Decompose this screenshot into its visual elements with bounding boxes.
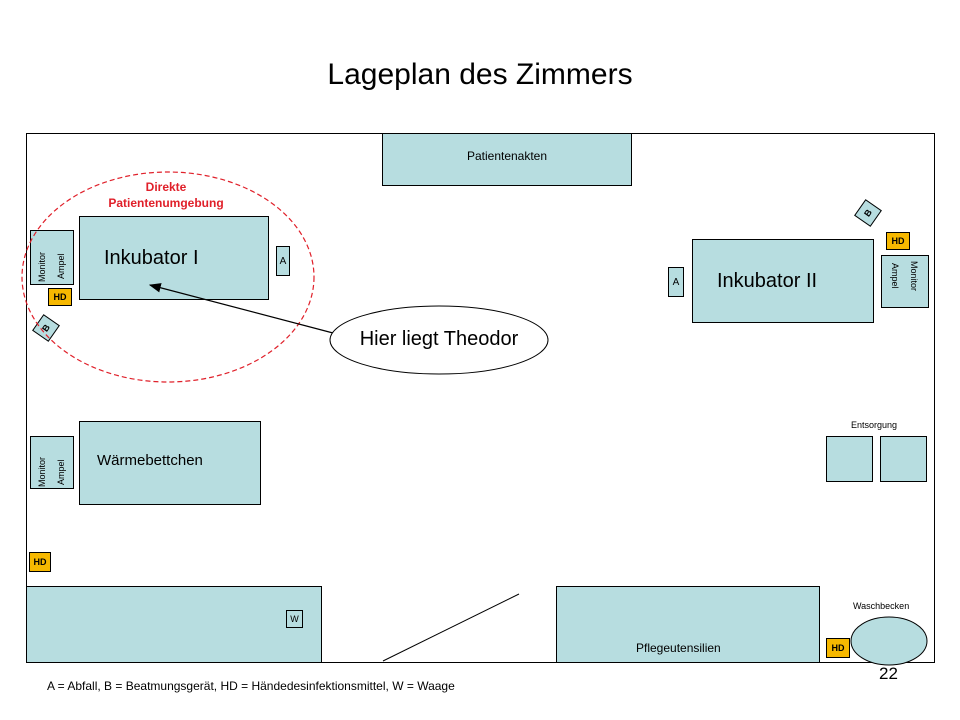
entsorgung-label: Entsorgung: [851, 420, 898, 430]
legend: A = Abfall, B = Beatmungsgerät, HD = Hän…: [47, 679, 455, 693]
inkubator-2: Inkubator II: [692, 239, 874, 323]
callout-ellipse: [329, 305, 549, 375]
abfall-inkubator-1: A: [276, 246, 290, 276]
pflegeutensilien-label: Pflegeutensilien: [636, 641, 721, 655]
waage: W: [286, 610, 303, 628]
waermebettchen-label: Wärmebettchen: [97, 452, 203, 469]
entsorgung-bin-1: [826, 436, 873, 482]
waage-counter: [26, 586, 322, 663]
entsorgung-bin-2: [880, 436, 927, 482]
pflegeutensilien-box: Pflegeutensilien: [556, 586, 820, 663]
patient-zone-label-line2: Patientenumgebung: [108, 196, 224, 210]
page-title: Lageplan des Zimmers: [327, 58, 633, 91]
waschbecken-sink: [850, 616, 928, 666]
hd-inkubator-1: HD: [48, 288, 72, 306]
monitor-ampel-waermebettchen: [30, 436, 74, 489]
patientenakten-label: Patientenakten: [466, 149, 548, 163]
inkubator-1: Inkubator I: [79, 216, 269, 300]
monitor-ampel-inkubator-1: [30, 230, 74, 285]
waschbecken-label: Waschbecken: [853, 601, 910, 611]
patient-zone-label-line1: Direkte: [145, 180, 187, 194]
inkubator-2-label: Inkubator II: [717, 270, 818, 292]
inkubator-1-label: Inkubator I: [104, 247, 199, 269]
hd-left-wall: HD: [29, 552, 51, 572]
hd-inkubator-2: HD: [886, 232, 910, 250]
hd-bottom-right: HD: [826, 638, 850, 658]
patient-zone-ellipse: [21, 171, 315, 383]
patient-zone-label: Direkte Patientenumgebung: [76, 179, 256, 211]
callout-text: Hier liegt Theodor: [359, 328, 519, 350]
door-line: [382, 593, 520, 662]
monitor-ampel-inkubator-2: [881, 255, 929, 308]
pointer-arrow: [148, 283, 334, 334]
patientenakten-box: Patientenakten: [382, 133, 632, 186]
waermebettchen: Wärmebettchen: [79, 421, 261, 505]
abfall-inkubator-2: A: [668, 267, 684, 297]
page-number: 22: [879, 664, 898, 683]
